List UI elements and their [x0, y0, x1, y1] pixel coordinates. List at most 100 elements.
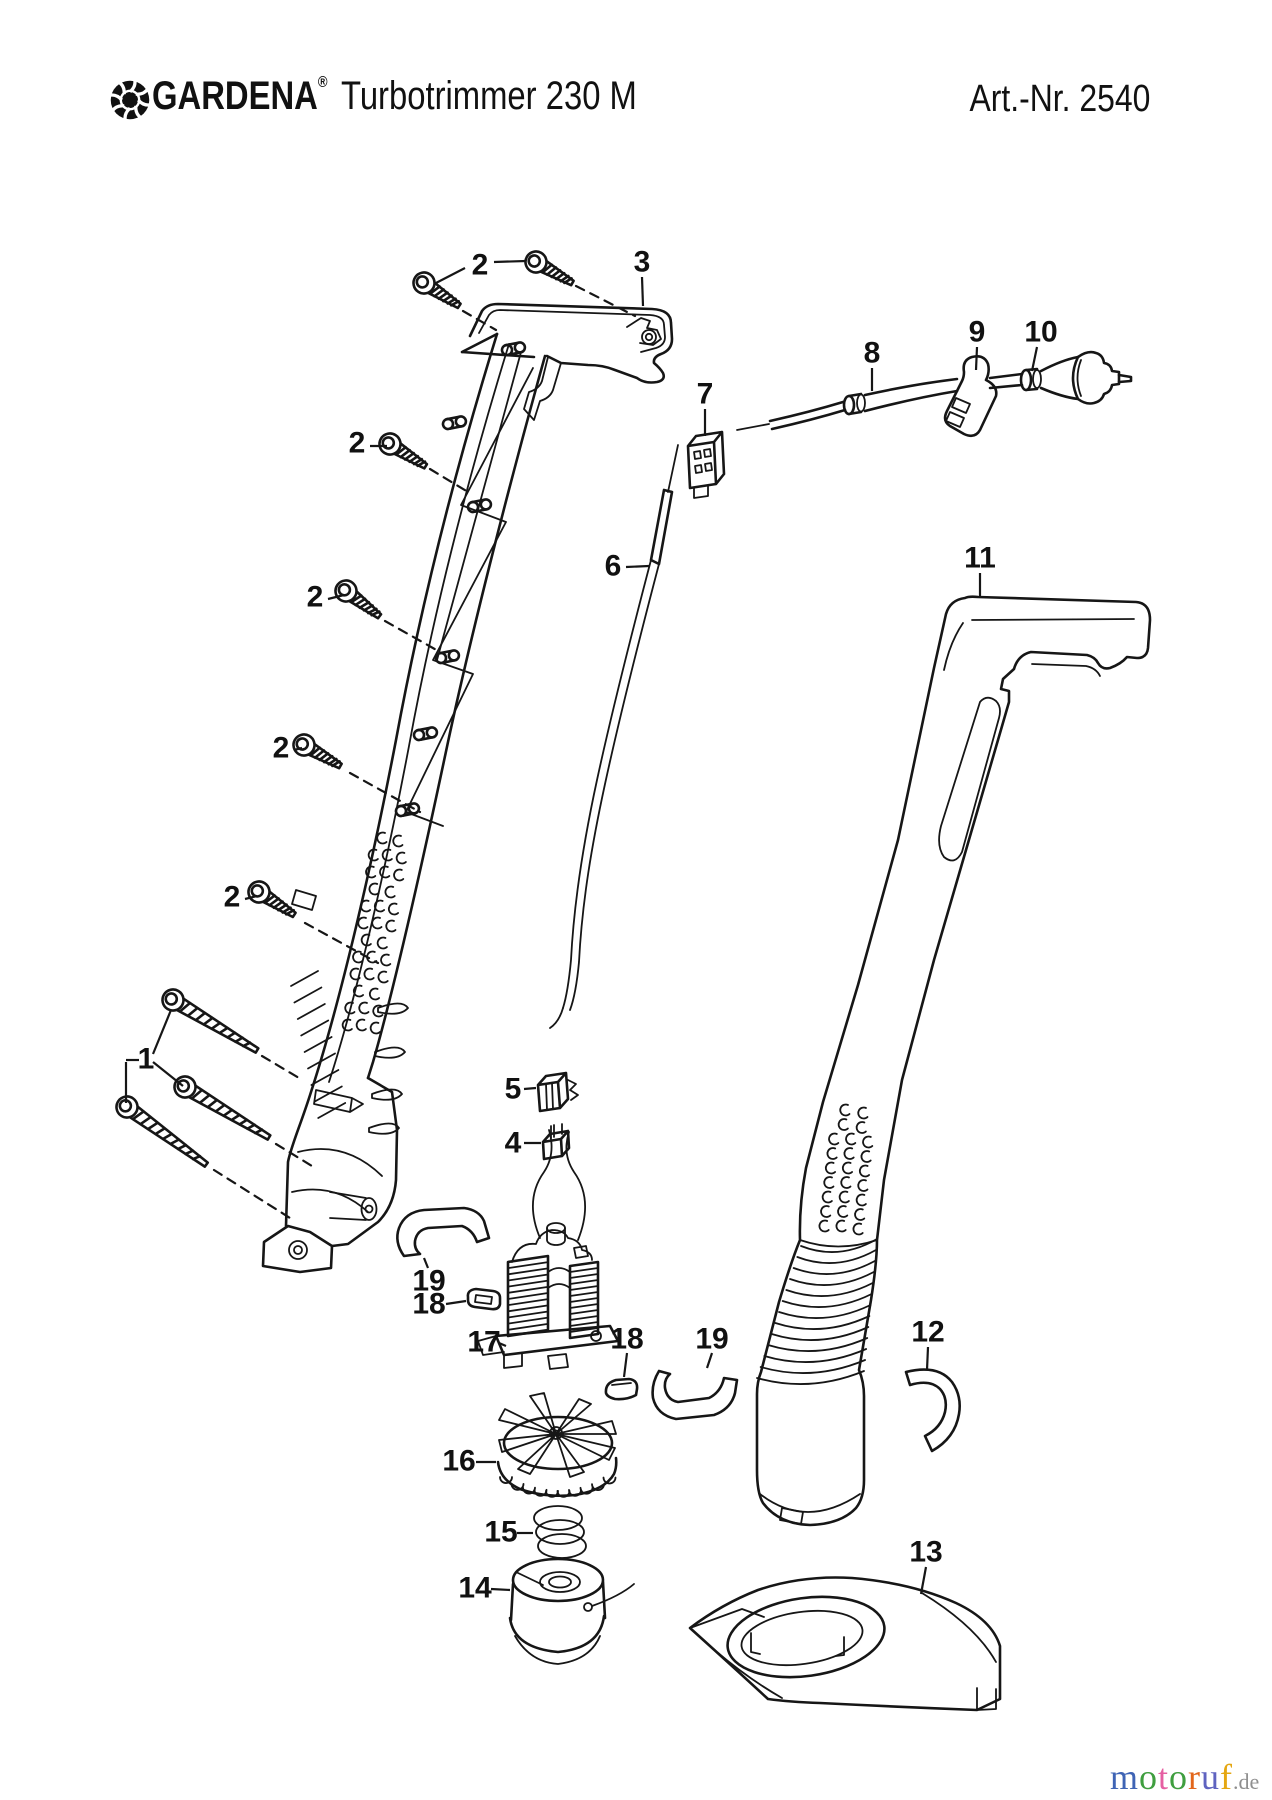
texture-line: [781, 1293, 873, 1308]
grip-dot: [854, 1208, 866, 1221]
grip-dot: [376, 831, 388, 845]
housing-cone-ribs: [756, 1238, 878, 1385]
leader-line-1: [152, 1061, 184, 1087]
grip-dot: [357, 916, 369, 930]
texture-line: [569, 1309, 599, 1315]
leader-line-2d: [293, 746, 303, 752]
grip-dot: [845, 1132, 857, 1146]
texture-line: [569, 1315, 599, 1321]
watermark-letter: u: [1201, 1757, 1221, 1797]
texture-line: [770, 1326, 870, 1341]
texture-line: [756, 1370, 865, 1385]
leader-line-13: [919, 1566, 928, 1595]
terminal-parts4-5: [536, 1071, 579, 1161]
texture-line: [507, 1310, 549, 1319]
texture-line: [507, 1261, 549, 1270]
part-label-15: 15: [484, 1516, 517, 1549]
leader-line-3: [640, 276, 645, 307]
texture-line: [507, 1298, 549, 1307]
motoruf-watermark[interactable]: motoruf.de: [1110, 1756, 1259, 1798]
texture-line: [507, 1285, 549, 1294]
motor-part17: [477, 1222, 620, 1370]
grip-dot: [376, 936, 388, 950]
leader-line-18b: [622, 1352, 629, 1378]
part-label-8: 8: [864, 337, 881, 370]
part-label-10: 10: [1024, 316, 1057, 349]
part-label-2d: 2: [273, 732, 290, 765]
texture-line: [507, 1304, 549, 1313]
boom-rib-texture: [290, 970, 347, 1119]
fan-scallop-edge: [499, 1476, 617, 1498]
leader-line-12: [925, 1346, 930, 1371]
guard-part13: [688, 1576, 1002, 1712]
part-label-7: 7: [697, 378, 714, 411]
part-label-2b: 2: [349, 427, 366, 460]
grip-dot: [857, 1179, 869, 1192]
grip-dot: [377, 970, 389, 984]
watermark-suffix: .de: [1233, 1769, 1260, 1794]
main-housing-part11: [755, 595, 1152, 1527]
texture-line: [290, 970, 319, 987]
switch-part7: [686, 430, 726, 499]
title-block: GARDENA® Turbotrimmer 230 M: [152, 74, 637, 119]
leader-line-2a: [493, 259, 527, 264]
grip-dot: [862, 1135, 874, 1149]
grip-dot: [368, 882, 380, 896]
texture-line: [569, 1279, 599, 1285]
boom-gearbox: [261, 1002, 409, 1274]
texture-line: [568, 1489, 582, 1497]
boom-shaft: [261, 332, 547, 1274]
motor-coil-right-hatch: [569, 1267, 599, 1333]
grip-dot: [355, 1018, 367, 1032]
part-label-19b: 19: [695, 1323, 728, 1356]
housing-grip-dots: [818, 1103, 874, 1236]
power-cord-parts8-9-10: [736, 350, 1133, 438]
grip-dot: [841, 1161, 853, 1175]
texture-line: [602, 1476, 617, 1485]
watermark-letter: o: [1139, 1757, 1159, 1797]
leader-line-17: [498, 1341, 507, 1348]
texture-line: [774, 1315, 871, 1330]
grip-dot: [368, 987, 381, 1001]
texture-line: [310, 1069, 340, 1086]
texture-line: [293, 986, 323, 1004]
texture-line: [303, 1036, 333, 1053]
texture-line: [545, 1489, 559, 1498]
grip-dot: [852, 1222, 864, 1236]
texture-line: [792, 1260, 876, 1275]
texture-line: [317, 1102, 347, 1119]
texture-line: [569, 1291, 599, 1297]
texture-line: [507, 1267, 549, 1276]
part-label-12: 12: [911, 1316, 944, 1349]
part-label-17: 17: [467, 1326, 500, 1359]
spool-part14: [508, 1557, 635, 1665]
article-number: Art.-Nr. 2540: [969, 78, 1150, 120]
part-label-14: 14: [458, 1572, 492, 1605]
leader-line-6: [625, 564, 650, 569]
part-label-6: 6: [605, 550, 622, 583]
grip-dot: [858, 1164, 870, 1178]
texture-line: [313, 1085, 343, 1103]
texture-line: [507, 1322, 549, 1331]
spring-part15: [533, 1505, 587, 1559]
grip-dot: [387, 902, 400, 916]
leader-line-2a: [433, 267, 466, 285]
texture-line: [499, 1476, 513, 1484]
clip-part12: [904, 1368, 961, 1453]
grip-dot: [824, 1161, 836, 1175]
leader-line-2c: [327, 593, 345, 601]
texture-line: [569, 1303, 599, 1309]
watermark-letter: m: [1110, 1757, 1140, 1797]
part-label-11: 11: [964, 542, 996, 575]
texture-line: [767, 1337, 869, 1352]
leader-line-18a: [445, 1299, 467, 1306]
texture-line: [763, 1348, 868, 1363]
part-label-2e: 2: [224, 881, 241, 914]
texture-line: [778, 1304, 872, 1319]
mounting-screws: [111, 246, 637, 1220]
texture-line: [533, 1488, 548, 1497]
leader-line-1: [151, 1009, 173, 1055]
texture-line: [569, 1267, 599, 1273]
